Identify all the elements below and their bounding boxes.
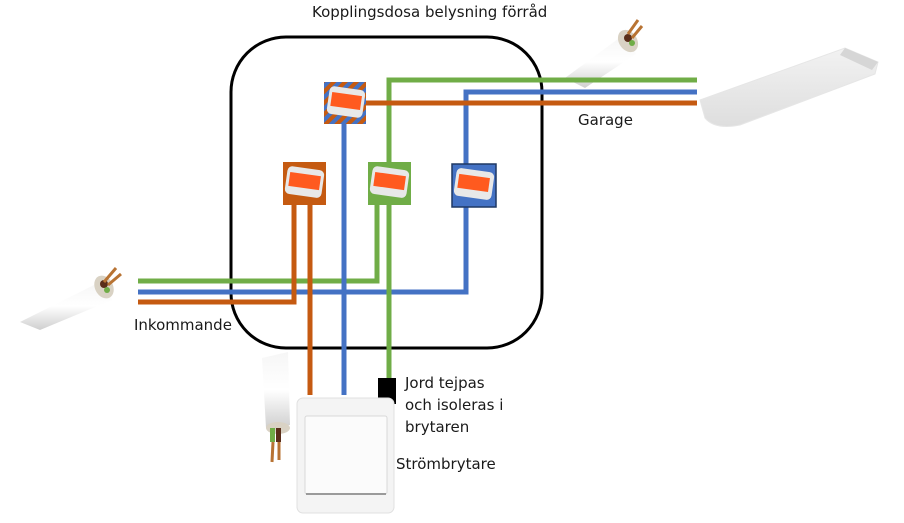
incoming-label: Inkommande	[134, 316, 232, 334]
wire-incoming-neutral	[138, 205, 469, 295]
cable-garage	[565, 19, 644, 88]
diagram-title: Kopplingsdosa belysning förråd	[312, 3, 548, 21]
wire-garage-neutral	[463, 89, 697, 172]
connector-ground	[368, 162, 411, 205]
connector-phase	[283, 162, 326, 205]
garage-label: Garage	[578, 111, 633, 129]
ground-note-line2: och isoleras i	[405, 396, 504, 414]
light-fixture	[699, 47, 879, 127]
cable-incoming	[20, 267, 122, 330]
connector-neutral	[451, 163, 497, 208]
wire-incoming-ground	[138, 200, 380, 284]
ground-note-line1: Jord tejpas	[405, 374, 485, 392]
wires	[138, 77, 697, 395]
ground-note-line3: brytaren	[405, 418, 470, 436]
wire-garage-ground	[386, 77, 697, 170]
cable-switch	[262, 352, 290, 463]
switch-label: Strömbrytare	[396, 455, 496, 473]
connector-switched-phase	[324, 82, 366, 124]
wire-incoming-phase	[138, 200, 297, 305]
switch	[296, 397, 395, 514]
